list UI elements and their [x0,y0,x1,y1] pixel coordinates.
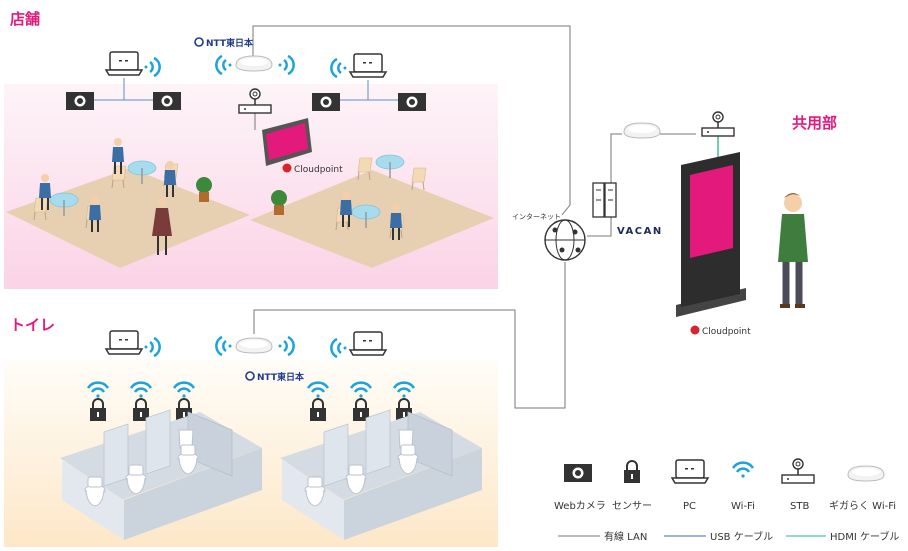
legend-gigaraku-icon [847,465,885,482]
legend-lan-label: 有線 LAN [604,530,647,543]
waitress-figure [152,197,172,255]
legend-stb-label: STB [790,501,809,512]
wifi-icon [330,57,348,79]
toilet-pc-left [105,330,143,355]
svg-text:NTT東日本: NTT東日本 [257,371,305,383]
legend-pc-label: PC [683,501,696,512]
vacan-logo: VACAN [617,226,663,237]
plant-icon [271,190,287,215]
wifi-icon [277,335,295,357]
cloudpoint-logo: Cloudpoint [282,163,343,175]
internet-globe-icon [544,219,586,261]
wifi-icon [143,56,161,78]
digital-signage [676,152,746,317]
svg-text:Cloudpoint: Cloudpoint [702,327,751,337]
toilet-booths-right [280,409,482,540]
legend-gigaraku-label: ギガらく Wi-Fi [829,500,896,512]
stb-icon [701,111,735,137]
wifi-icon [215,335,233,357]
legend-webcam-label: Webカメラ [554,500,606,512]
cafe-floor-right [250,154,494,268]
person-icon [778,193,808,308]
webcam-icon [66,92,94,110]
webcam-icon [312,93,340,111]
store-pc-left [105,51,143,76]
legend-usb-label: USB ケーブル [710,530,773,543]
legend-wifi-label: Wi-Fi [731,501,755,512]
store-section-title: 店舗 [10,10,41,28]
common-area-section-title: 共用部 [792,114,838,132]
ntt-logo: NTT東日本 [194,37,254,49]
webcam-icon [398,93,426,111]
legend-stb-icon [781,458,815,484]
legend-webcam-icon [564,464,592,482]
cafe-floor-left [6,137,250,268]
server-icon [592,182,617,218]
legend-pc-icon [671,459,709,484]
toilet-section-title: トイレ [10,316,56,334]
store-devices [66,51,426,166]
plant-icon [196,177,212,202]
store-pc-right [349,53,387,78]
gigaraku-wifi-router-icon [235,55,273,72]
ntt-logo: NTT東日本 [245,371,305,383]
store-signage [262,118,312,166]
gigaraku-wifi-router-icon [623,122,661,139]
toilet-pc-right [349,331,387,356]
legend-wifi-icon [731,461,755,479]
internet-label: インターネット [512,212,561,221]
legend-sensor-label: センサー [612,500,652,512]
svg-text:NTT東日本: NTT東日本 [206,37,254,49]
legend-hdmi-label: HDMI ケーブル [830,530,899,543]
webcam-icon [153,92,181,110]
legend: Webカメラ センサー PC Wi-Fi STB ギガらく Wi-Fi 有線 L… [554,458,899,543]
wifi-icon [143,336,161,358]
cloudpoint-logo: Cloudpoint [690,325,751,337]
wifi-icon [277,54,295,76]
wifi-icon [215,54,233,76]
wifi-icon [330,337,348,359]
usb-cables [80,78,412,101]
toilet-booths-left [60,409,262,540]
gigaraku-wifi-router-icon [235,337,273,354]
legend-sensor-icon [623,460,641,484]
svg-text:Cloudpoint: Cloudpoint [294,165,343,175]
